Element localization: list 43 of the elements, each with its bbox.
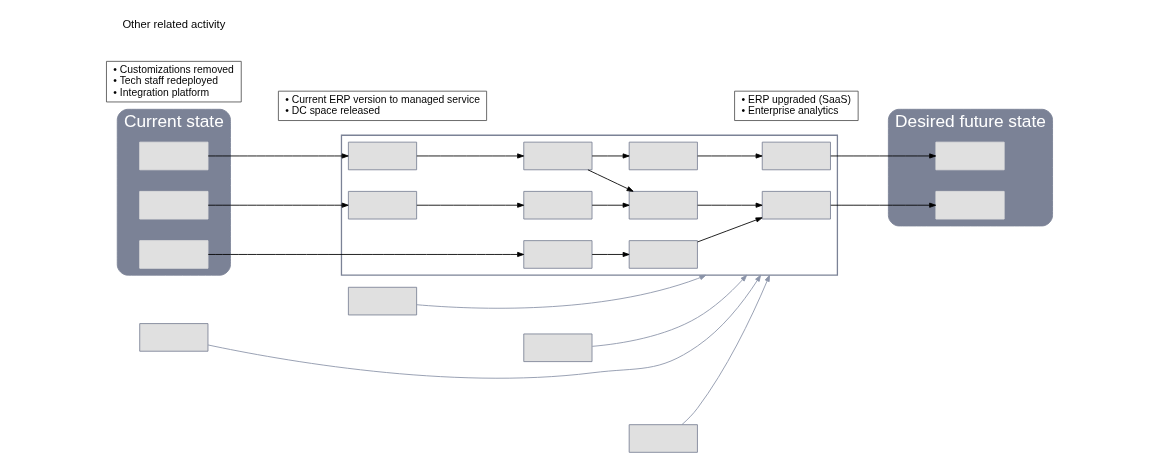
arrow [697, 217, 763, 243]
node-box [761, 190, 831, 220]
node-box [347, 141, 418, 171]
arrow [207, 274, 762, 379]
arrow [591, 202, 630, 208]
node-box [139, 323, 209, 352]
node-box: • ERP upgraded (SaaS) • Enterprise analytics [734, 90, 859, 121]
node-box [139, 141, 209, 171]
arrow [830, 202, 937, 208]
node-box [347, 286, 418, 316]
node-box [628, 240, 698, 269]
node-box: • Customizations removed • Tech staff redeployed • Integration platform [106, 60, 242, 103]
node-box [523, 333, 593, 363]
node-box [628, 141, 698, 171]
arrow [416, 153, 525, 159]
node-box [935, 141, 1005, 171]
node-box [628, 190, 698, 220]
node-box [139, 190, 209, 220]
node-box [347, 190, 418, 220]
arrow [697, 202, 763, 208]
node-box [761, 141, 831, 171]
node-box [523, 141, 593, 171]
arrow [587, 169, 634, 192]
arrow [207, 251, 525, 257]
arrow [591, 251, 630, 257]
arrow [207, 153, 349, 159]
node-box [523, 240, 593, 269]
arrow [591, 274, 748, 347]
label: Other related activity [122, 18, 226, 31]
arrow [591, 153, 630, 159]
node-box [139, 240, 209, 269]
node-box [628, 424, 698, 453]
arrow [681, 274, 770, 425]
arrow [416, 274, 707, 309]
arrow [416, 202, 525, 208]
node-box [935, 190, 1005, 220]
cluster: Current state [116, 108, 231, 276]
cluster: Desired future state [887, 108, 1053, 227]
arrow [830, 153, 937, 159]
arrow [697, 153, 763, 159]
node-box: • Current ERP version to managed service • DC space released [277, 90, 488, 121]
arrow [207, 202, 349, 208]
node-box [523, 190, 593, 220]
